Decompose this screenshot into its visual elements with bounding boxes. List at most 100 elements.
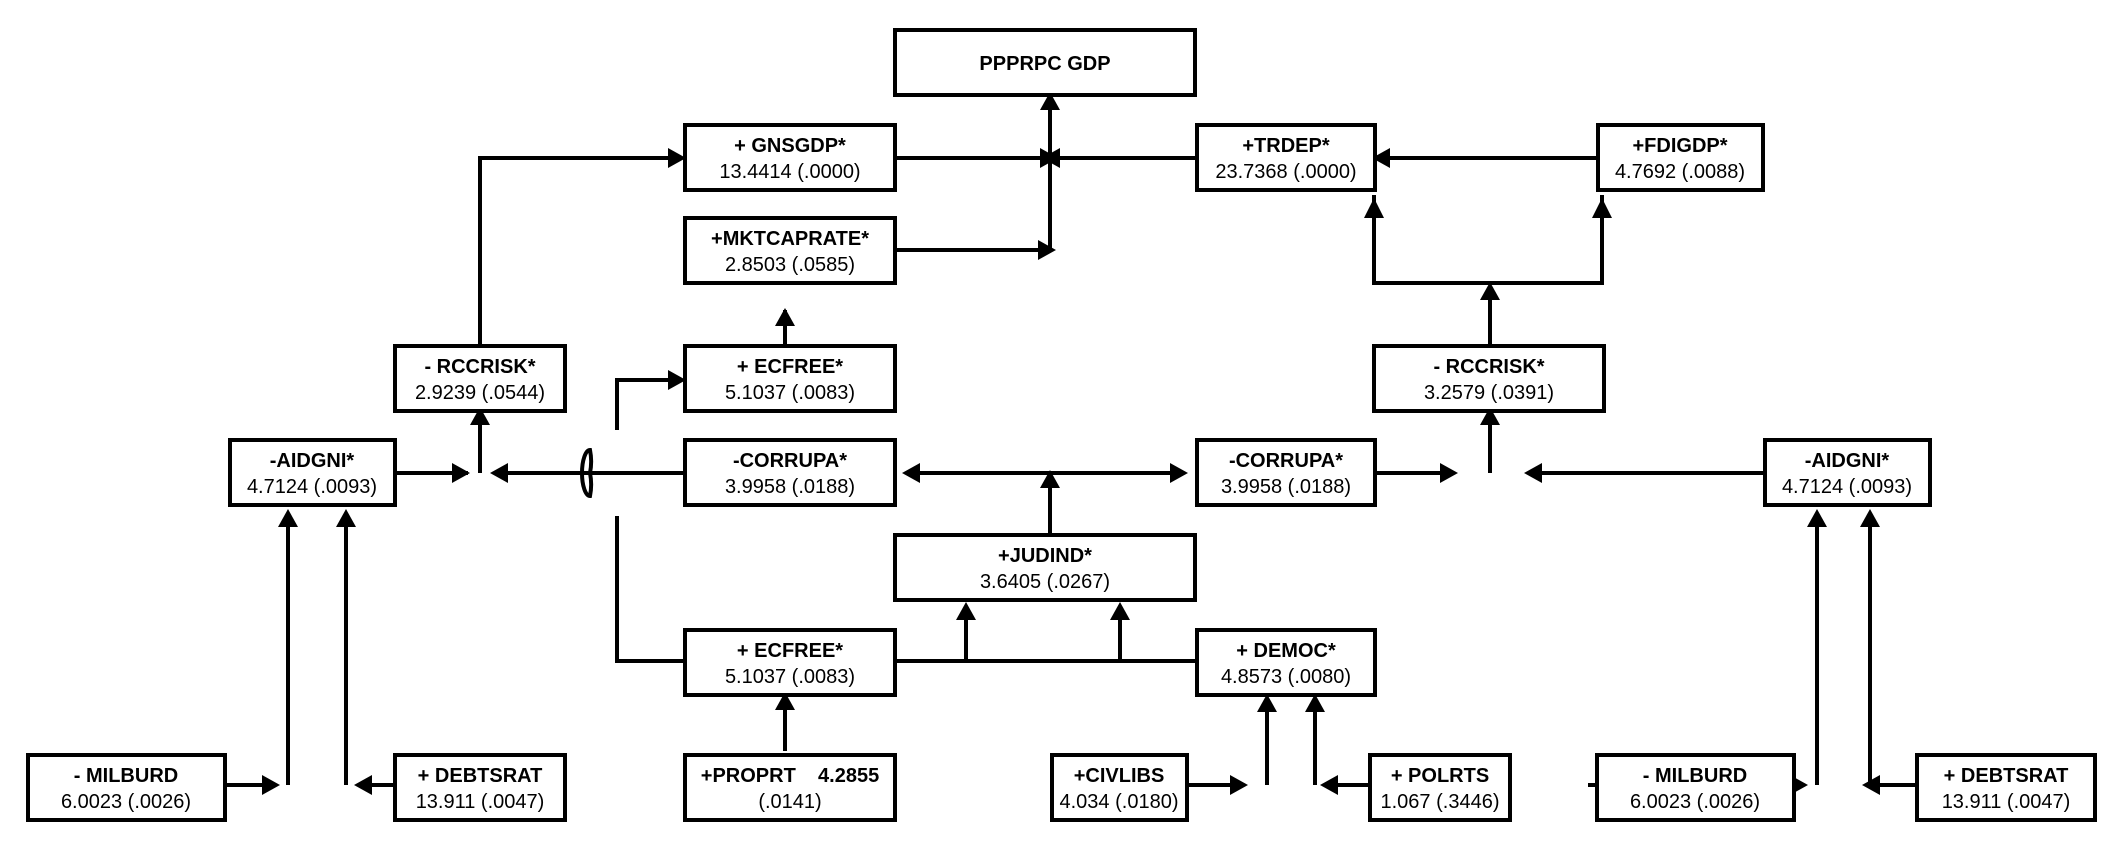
arrowhead-up [1592, 198, 1612, 218]
node-label: PPPRPC GDP [979, 53, 1110, 75]
arrowhead-up [1040, 470, 1060, 488]
node-stats: 2.9239 (.0544) [415, 382, 545, 404]
arrowhead-up [336, 509, 356, 527]
node-aidgni-left: -AIDGNI* 4.7124 (.0093) [228, 438, 397, 507]
arrowhead-up [1305, 694, 1325, 712]
node-stats: 3.9958 (.0188) [725, 476, 855, 498]
node-proprt: +PROPRT 4.2855 (.0141) [683, 753, 897, 822]
arrowhead-up [1807, 509, 1827, 527]
node-label: +PROPRT 4.2855 [701, 765, 879, 787]
node-debtsrat-left: + DEBTSRAT 13.911 (.0047) [393, 753, 567, 822]
arrowhead-right [262, 775, 280, 795]
node-rccrisk-left: - RCCRISK* 2.9239 (.0544) [393, 344, 567, 413]
node-stats: 6.0023 (.0026) [1630, 791, 1760, 813]
node-label: + DEBTSRAT [1944, 765, 2069, 787]
node-ecfree-bottom: + ECFREE* 5.1037 (.0083) [683, 628, 897, 697]
node-debtsrat-right: + DEBTSRAT 13.911 (.0047) [1915, 753, 2097, 822]
arrowheads [262, 92, 1880, 795]
node-label: -AIDGNI* [1805, 450, 1890, 472]
node-ppprpc-gdp: PPPRPC GDP [893, 28, 1197, 97]
node-label: + GNSGDP* [734, 135, 846, 157]
node-stats: 5.1037 (.0083) [725, 666, 855, 688]
node-stats: 4.8573 (.0080) [1221, 666, 1351, 688]
arrowhead-left [1862, 775, 1880, 795]
line-corrupa-left-to-junction [505, 447, 683, 499]
arrowhead-up [775, 308, 795, 326]
node-rccrisk-right: - RCCRISK* 3.2579 (.0391) [1372, 344, 1606, 413]
node-stats: 2.8503 (.0585) [725, 254, 855, 276]
node-corrupa-left: -CORRUPA* 3.9958 (.0188) [683, 438, 897, 507]
line-rccrisk-right-fork [1372, 195, 1604, 285]
node-label: + ECFREE* [737, 640, 843, 662]
node-stats: 3.6405 (.0267) [980, 571, 1110, 593]
arrowhead-left [354, 775, 372, 795]
node-aidgni-right: -AIDGNI* 4.7124 (.0093) [1763, 438, 1932, 507]
node-stats: (.0141) [758, 791, 821, 813]
node-stats: 4.7692 (.0088) [1615, 161, 1745, 183]
node-stats: 5.1037 (.0083) [725, 382, 855, 404]
node-stats: 6.0023 (.0026) [61, 791, 191, 813]
node-trdep: +TRDEP* 23.7368 (.0000) [1195, 123, 1377, 192]
node-corrupa-right: -CORRUPA* 3.9958 (.0188) [1195, 438, 1377, 507]
node-judind: +JUDIND* 3.6405 (.0267) [893, 533, 1197, 602]
arrowhead-right [1440, 463, 1458, 483]
node-stats: 13.911 (.0047) [416, 791, 545, 813]
arrowhead-left [1042, 148, 1060, 168]
arrowhead-up [470, 407, 490, 425]
arrowhead-left [1524, 463, 1542, 483]
arrowhead-right [668, 148, 686, 168]
arrowhead-up [1110, 602, 1130, 620]
arrowhead-left [1372, 148, 1390, 168]
node-stats: 3.9958 (.0188) [1221, 476, 1351, 498]
node-label: + DEBTSRAT [418, 765, 543, 787]
node-label: +JUDIND* [998, 545, 1092, 567]
node-label: +MKTCAPRATE* [711, 228, 869, 250]
arrowhead-right [1038, 240, 1056, 260]
node-label: - RCCRISK* [424, 356, 535, 378]
node-stats: 1.067 (.3446) [1381, 791, 1500, 813]
node-democ: + DEMOC* 4.8573 (.0080) [1195, 628, 1377, 697]
node-label: - MILBURD [74, 765, 178, 787]
line-rccrisk-left-to-gnsgdp [478, 156, 668, 346]
arrowhead-up [1480, 282, 1500, 300]
arrowhead-up [278, 509, 298, 527]
node-stats: 13.4414 (.0000) [719, 161, 860, 183]
arrowhead-up [1860, 509, 1880, 527]
arrowhead-right [1230, 775, 1248, 795]
arrowhead-up [1040, 92, 1060, 110]
node-label: - RCCRISK* [1433, 356, 1544, 378]
node-label: + POLRTS [1391, 765, 1489, 787]
node-stats: 4.7124 (.0093) [1782, 476, 1912, 498]
arrowhead-left [490, 463, 508, 483]
node-mktcaprate: +MKTCAPRATE* 2.8503 (.0585) [683, 216, 897, 285]
node-stats: 13.911 (.0047) [1942, 791, 2071, 813]
arrowhead-right [668, 370, 686, 390]
arrowhead-up [956, 602, 976, 620]
node-civlibs: +CIVLIBS 4.034 (.0180) [1050, 753, 1189, 822]
arrowhead-up [1257, 694, 1277, 712]
node-label: +FDIGDP* [1632, 135, 1727, 157]
node-fdigdp: +FDIGDP* 4.7692 (.0088) [1596, 123, 1765, 192]
connectors [225, 110, 1917, 787]
arrowhead-left [902, 463, 920, 483]
node-milburd-left: - MILBURD 6.0023 (.0026) [26, 753, 227, 822]
node-stats: 23.7368 (.0000) [1215, 161, 1356, 183]
node-label: + ECFREE* [737, 356, 843, 378]
node-polrts: + POLRTS 1.067 (.3446) [1368, 753, 1512, 822]
arrowhead-up [1364, 198, 1384, 218]
node-label: -CORRUPA* [733, 450, 847, 472]
node-stats: 4.034 (.0180) [1060, 791, 1179, 813]
node-label: + DEMOC* [1236, 640, 1336, 662]
node-label: +CIVLIBS [1074, 765, 1165, 787]
node-stats: 4.7124 (.0093) [247, 476, 377, 498]
node-ecfree-top: + ECFREE* 5.1037 (.0083) [683, 344, 897, 413]
node-milburd-right: - MILBURD 6.0023 (.0026) [1595, 753, 1796, 822]
node-label: -CORRUPA* [1229, 450, 1343, 472]
node-label: -AIDGNI* [270, 450, 355, 472]
arrowhead-up [1480, 407, 1500, 425]
line-ecfree-branch [615, 378, 668, 430]
arrowhead-right [452, 463, 470, 483]
node-gnsgdp: + GNSGDP* 13.4414 (.0000) [683, 123, 897, 192]
arrowhead-right [1170, 463, 1188, 483]
